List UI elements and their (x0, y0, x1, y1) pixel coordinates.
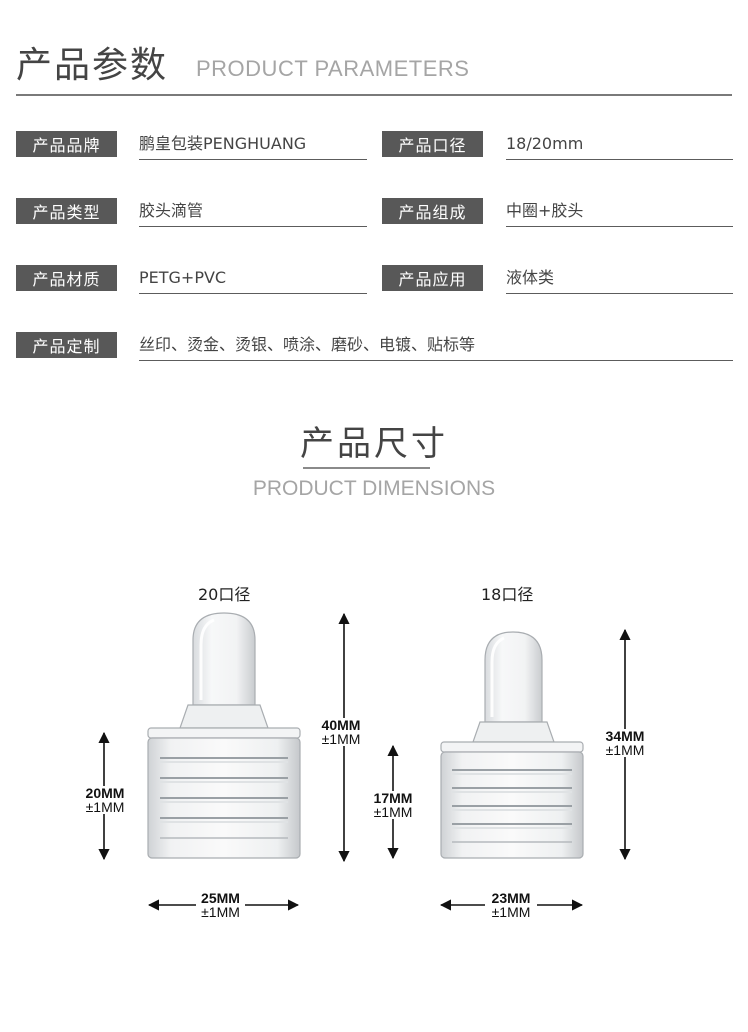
caliber-label: 产品口径 (382, 131, 483, 157)
brand-value: 鹏皇包装PENGHUANG (139, 134, 307, 153)
dimensions-title-underline (303, 467, 430, 469)
width-tolerance-18: ±1MM (491, 904, 531, 920)
composition-label: 产品组成 (382, 198, 483, 224)
page-title: 产品参数 (16, 45, 169, 86)
header-divider (16, 94, 732, 96)
total-height-value-20: 40MM (321, 717, 361, 733)
total-height-label-20: 40MM ±1MM (316, 718, 366, 746)
composition-value: 中圈+胶头 (506, 201, 584, 220)
custom-underline (139, 360, 733, 361)
page-subtitle: PRODUCT PARAMETERS (196, 56, 470, 81)
total-height-tolerance-20: ±1MM (321, 731, 361, 747)
collar-height-value-18: 17MM (373, 790, 413, 806)
dropper-18-illustration (440, 631, 584, 859)
total-height-tolerance-18: ±1MM (605, 742, 645, 758)
composition-underline (506, 226, 733, 227)
collar-height-label-18: 17MM ±1MM (368, 791, 418, 819)
caliber-value: 18/20mm (506, 134, 584, 153)
brand-label: 产品品牌 (16, 131, 117, 157)
material-underline (139, 293, 367, 294)
total-height-label-18: 34MM ±1MM (599, 729, 651, 757)
material-label: 产品材质 (16, 265, 117, 291)
collar-height-label-20: 20MM ±1MM (80, 786, 130, 814)
collar-height-value-20: 20MM (85, 785, 125, 801)
collar-height-tolerance-20: ±1MM (85, 799, 125, 815)
width-value-18: 23MM (491, 890, 531, 906)
application-label: 产品应用 (382, 265, 483, 291)
dropper-20-illustration (147, 612, 301, 859)
brand-underline (139, 159, 367, 160)
dimensions-subtitle: PRODUCT DIMENSIONS (252, 477, 496, 500)
caption-20: 20口径 (198, 585, 251, 604)
width-label-20: 25MM ±1MM (196, 891, 245, 919)
type-value: 胶头滴管 (139, 201, 204, 220)
width-tolerance-20: ±1MM (201, 904, 240, 920)
caption-18: 18口径 (481, 585, 534, 604)
application-value: 液体类 (506, 268, 555, 287)
caliber-underline (506, 159, 733, 160)
width-value-20: 25MM (201, 890, 240, 906)
dimensions-title: 产品尺寸 (300, 424, 448, 464)
width-label-18: 23MM ±1MM (485, 891, 537, 919)
total-height-value-18: 34MM (605, 728, 645, 744)
type-label: 产品类型 (16, 198, 117, 224)
application-underline (506, 293, 733, 294)
custom-label: 产品定制 (16, 332, 117, 358)
material-value: PETG+PVC (139, 268, 227, 287)
type-underline (139, 226, 367, 227)
custom-value: 丝印、烫金、烫银、喷涂、磨砂、电镀、贴标等 (139, 335, 476, 354)
collar-height-tolerance-18: ±1MM (373, 804, 413, 820)
